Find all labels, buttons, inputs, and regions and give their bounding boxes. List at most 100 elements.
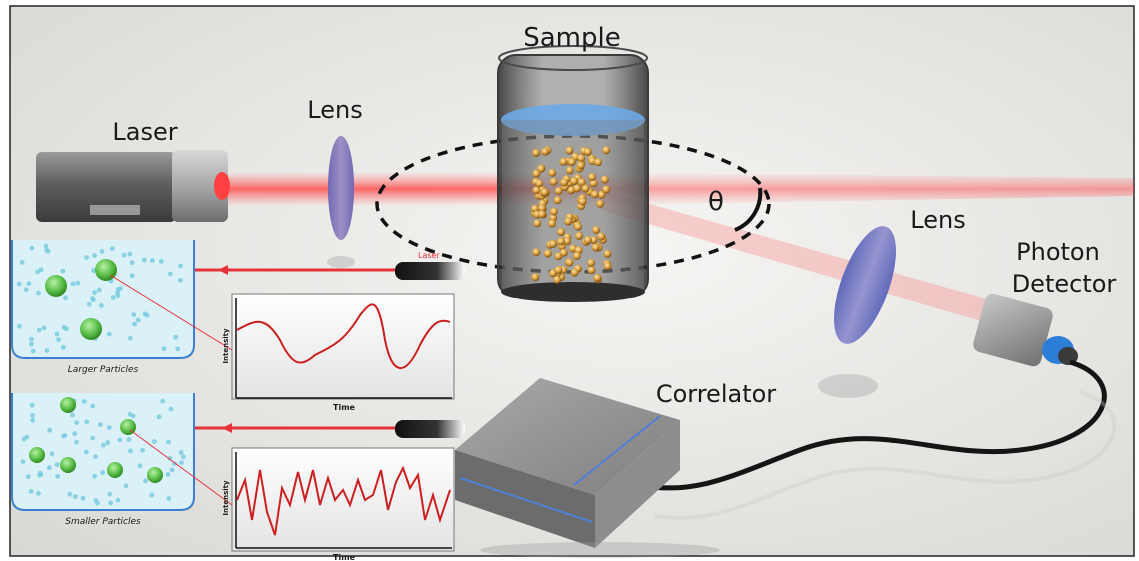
dot xyxy=(61,324,67,330)
larger-particles-panel: Larger Particles xyxy=(11,240,233,375)
dot xyxy=(178,278,183,283)
dot xyxy=(169,467,175,473)
dot xyxy=(573,184,582,193)
cable-icon xyxy=(644,359,1107,491)
dot xyxy=(603,262,612,271)
dot xyxy=(29,245,35,251)
dot xyxy=(127,251,133,257)
dot xyxy=(105,440,111,446)
dot xyxy=(60,268,66,274)
dot xyxy=(38,267,44,273)
dot xyxy=(563,237,572,246)
dot xyxy=(535,179,544,188)
intensity-trace-large xyxy=(236,303,451,369)
dot xyxy=(137,463,143,469)
dot xyxy=(587,258,595,267)
dot xyxy=(532,248,541,257)
dot xyxy=(591,243,600,252)
dot xyxy=(23,287,29,293)
dot xyxy=(17,323,22,329)
dot xyxy=(80,495,86,501)
dot xyxy=(63,295,68,301)
dot xyxy=(549,239,557,248)
larger-particles-caption: Larger Particles xyxy=(68,365,139,375)
dot xyxy=(47,427,53,433)
x-axis-label-small: Time xyxy=(333,553,356,561)
dot xyxy=(597,190,606,199)
detector-icon xyxy=(973,293,1078,367)
dot xyxy=(159,259,164,264)
dot xyxy=(92,473,98,479)
dot xyxy=(600,175,609,184)
dot xyxy=(565,258,574,267)
dot xyxy=(178,263,183,269)
dot xyxy=(99,303,104,308)
dot xyxy=(30,412,35,418)
dot xyxy=(531,273,540,282)
angle-arc xyxy=(734,187,763,232)
dot xyxy=(98,422,103,427)
dot xyxy=(574,222,582,231)
dot xyxy=(532,169,541,178)
dot xyxy=(577,178,586,187)
dot xyxy=(36,327,42,333)
dot xyxy=(92,253,97,258)
dot xyxy=(83,449,89,455)
dot xyxy=(532,149,541,157)
dot xyxy=(179,460,184,465)
dot xyxy=(75,280,81,286)
intensity-plot-large: Intensity Time xyxy=(222,293,455,412)
dot xyxy=(121,252,127,258)
dot xyxy=(143,478,149,484)
mini-laser-label: Laser xyxy=(418,251,440,260)
dot xyxy=(123,483,129,489)
dot xyxy=(43,243,49,249)
dot xyxy=(549,177,558,186)
intensity-trace-small xyxy=(236,465,451,536)
dot xyxy=(107,491,113,497)
dot xyxy=(60,345,66,350)
dot xyxy=(589,179,598,188)
dot xyxy=(29,336,34,342)
dot xyxy=(56,337,61,343)
dot xyxy=(565,146,574,155)
dot xyxy=(118,286,123,291)
dot xyxy=(160,398,166,404)
dot xyxy=(130,413,136,419)
dot xyxy=(115,293,121,299)
dot xyxy=(19,260,25,265)
dot xyxy=(54,462,60,467)
dot xyxy=(603,249,612,258)
dot xyxy=(106,331,112,337)
dot xyxy=(583,236,592,245)
dot xyxy=(117,437,123,443)
dot xyxy=(594,158,603,167)
dot xyxy=(30,417,35,423)
small-particle xyxy=(60,397,76,413)
dot xyxy=(54,331,60,337)
dot xyxy=(583,147,592,156)
dot xyxy=(548,168,557,177)
dot xyxy=(36,290,41,296)
dot xyxy=(587,266,596,275)
dot xyxy=(589,236,598,245)
dot xyxy=(553,196,562,205)
dot xyxy=(531,204,539,213)
dot xyxy=(90,435,96,441)
dot xyxy=(44,247,50,253)
theta-label: θ xyxy=(708,187,724,217)
dot xyxy=(592,225,601,234)
dot xyxy=(175,346,181,352)
dot xyxy=(126,437,132,442)
dot xyxy=(90,296,95,301)
dot xyxy=(44,348,50,353)
dot xyxy=(91,268,97,274)
dot xyxy=(570,268,579,277)
dot xyxy=(560,178,569,187)
dot xyxy=(73,494,78,499)
dot xyxy=(132,321,138,327)
dot xyxy=(20,459,26,464)
dot xyxy=(602,185,611,194)
dot xyxy=(92,290,97,295)
